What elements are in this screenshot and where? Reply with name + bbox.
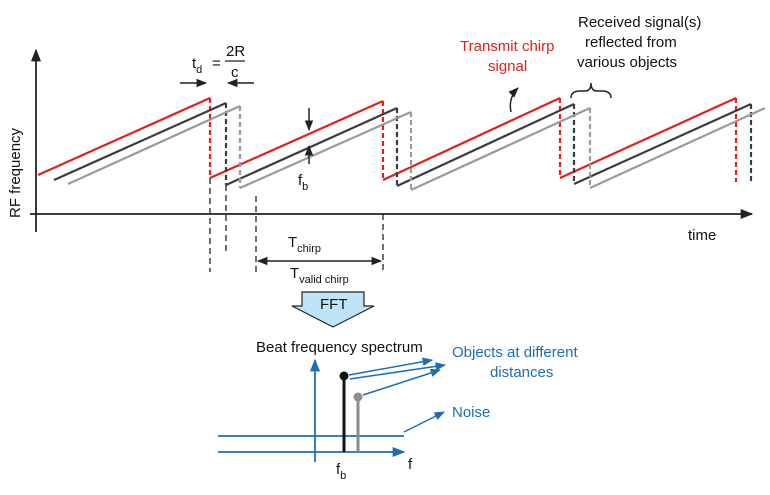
spectrum-fb-label: fb	[336, 461, 346, 482]
transmit-label-line1: Transmit chirp	[460, 38, 554, 55]
objects-label-line1: Objects at different	[452, 344, 578, 361]
tvalid-label: Tvalid chirp	[290, 265, 349, 286]
fb-symbol: fb	[298, 172, 308, 193]
received-label-line2: reflected from	[585, 34, 677, 51]
y-axis-label: RF frequency	[7, 127, 24, 218]
noise-label: Noise	[452, 404, 490, 421]
fft-label: FFT	[320, 296, 348, 313]
received-label-line1: Received signal(s)	[578, 14, 701, 31]
curly-brace-icon	[570, 82, 612, 99]
fb-annotation: fb	[298, 108, 314, 193]
object-pointer-arrows	[348, 357, 447, 433]
received-label-line3: various objects	[577, 54, 677, 71]
tchirp-label: Tchirp	[288, 234, 321, 255]
curved-arrow-icon	[508, 87, 519, 113]
td-denominator: c	[231, 64, 239, 81]
fft-arrow	[291, 291, 375, 328]
transmit-label-line2: signal	[488, 58, 527, 75]
spectrum-f-label: f	[408, 456, 413, 473]
td-symbol: td	[192, 55, 202, 76]
td-numerator: 2R	[226, 43, 245, 60]
transmit-chirps	[37, 96, 738, 182]
x-axis-label: time	[688, 227, 716, 244]
spectrum-title: Beat frequency spectrum	[256, 339, 423, 356]
peak-far-dot	[353, 392, 363, 402]
td-annotation: td = 2R c	[180, 43, 254, 88]
peak-near-dot	[339, 371, 349, 381]
td-equals: =	[212, 55, 221, 72]
received-chirps-far	[67, 104, 766, 192]
objects-label-line2: distances	[490, 364, 553, 381]
